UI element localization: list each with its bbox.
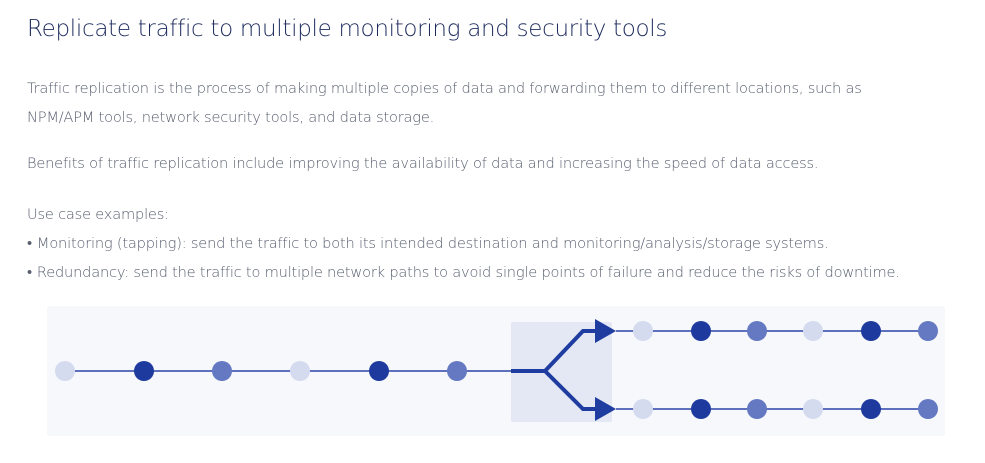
upper-arrowhead-icon [595, 319, 616, 343]
traffic-replication-diagram [47, 306, 945, 436]
lower-output-packet-node [861, 399, 881, 419]
upper-output-packet-node [861, 321, 881, 341]
use-case-heading: Use case examples: [27, 206, 169, 223]
replication-diagram-svg [55, 319, 938, 422]
lower-arrowhead-icon [595, 397, 616, 421]
intro-line-1: Traffic replication is the process of ma… [27, 80, 862, 97]
use-case-item-monitoring: Monitoring (tapping): send the traffic t… [27, 229, 900, 258]
input-packet-node [447, 361, 467, 381]
lower-output-packet-node [691, 399, 711, 419]
intro-paragraph: Traffic replication is the process of ma… [27, 74, 862, 132]
page-title: Replicate traffic to multiple monitoring… [27, 16, 668, 42]
upper-output-packet-node [691, 321, 711, 341]
input-packet-node [212, 361, 232, 381]
lower-output-packet-node [633, 399, 653, 419]
upper-output-packet-node [918, 321, 938, 341]
input-packet-node [369, 361, 389, 381]
use-case-item-redundancy: Redundancy: send the traffic to multiple… [27, 258, 900, 287]
use-case-list: Monitoring (tapping): send the traffic t… [27, 229, 900, 287]
fork-lower-branch [543, 369, 599, 411]
upper-output-packet-node [803, 321, 823, 341]
input-packet-node [55, 361, 75, 381]
intro-line-2: NPM/APM tools, network security tools, a… [27, 109, 435, 126]
fork-upper-branch [543, 329, 599, 373]
input-packet-node [134, 361, 154, 381]
splitter-panel [511, 322, 612, 422]
lower-output-packet-node [803, 399, 823, 419]
upper-output-packet-node [747, 321, 767, 341]
upper-output-packet-node [633, 321, 653, 341]
input-packet-node [290, 361, 310, 381]
benefits-paragraph: Benefits of traffic replication include … [27, 155, 819, 172]
lower-output-packet-node [747, 399, 767, 419]
lower-output-packet-node [918, 399, 938, 419]
